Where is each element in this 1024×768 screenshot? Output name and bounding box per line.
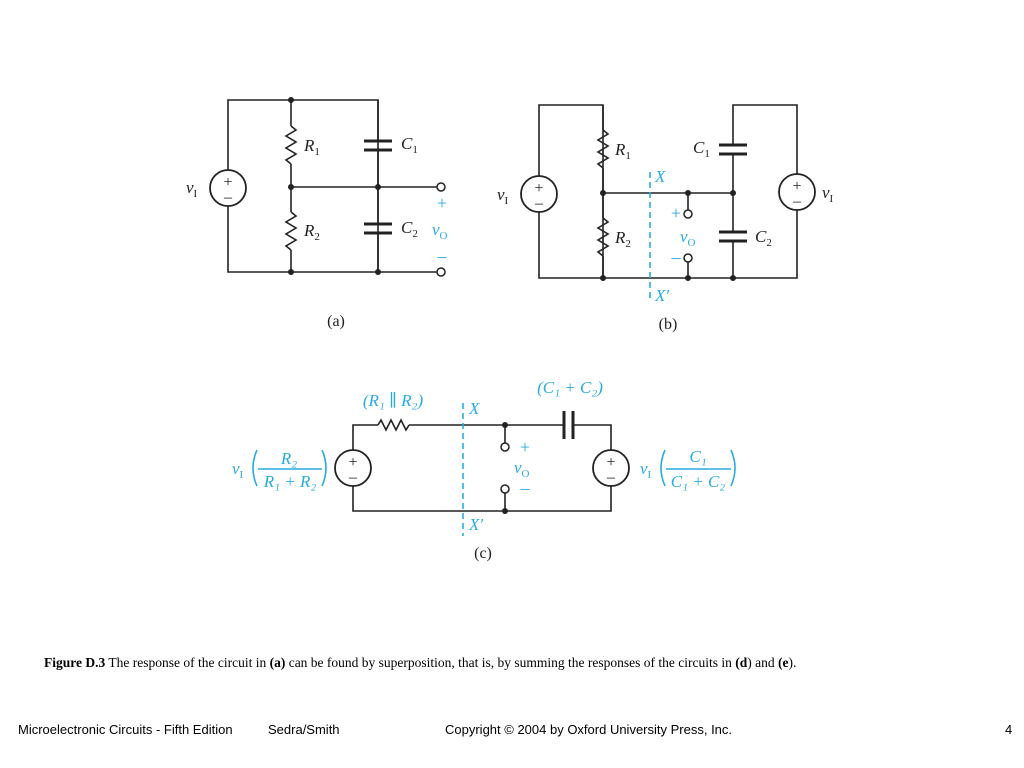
slide-footer: Microelectronic Circuits - Fifth Edition… (0, 722, 1024, 742)
circuit-figure: + – vI R1 R2 C1 C2 + vO – (a) (186, 97, 834, 562)
caption-ref-a: (a) (269, 655, 286, 670)
output-terminal-minus-c (500, 484, 510, 494)
label-c1-b: C1 (693, 138, 710, 160)
source-minus-sign: – (534, 195, 544, 212)
output-terminal-plus-a (436, 182, 446, 192)
label-c-sum-c: (C₁ + C₂) (537, 378, 603, 397)
figure-caption: Figure D.3 The response of the circuit i… (44, 655, 984, 671)
source-minus-sign: – (792, 193, 802, 210)
label-c1-a: C1 (401, 134, 418, 156)
capacitor-c1-b (719, 143, 747, 156)
source-plus-sign: + (606, 454, 615, 471)
resistor-r2-b (596, 217, 610, 257)
resistor-parallel-c (377, 418, 410, 432)
panel-a-circuit: + – vI R1 R2 C1 C2 + vO – (a) (186, 97, 448, 330)
resistor-r1-a (284, 125, 298, 165)
label-c2-a: C2 (401, 218, 418, 240)
panel-c-label: (c) (474, 545, 492, 562)
caption-text: can be found by superposition, that is, … (285, 655, 736, 670)
left-source-expression: vI R₂ R₁ + R₂ (232, 449, 327, 491)
resistor-r1-b (596, 129, 610, 169)
source-plus-sign: + (534, 180, 543, 197)
voltage-source-right-b: + – (778, 173, 816, 211)
voltage-source-left-c: + – (334, 449, 372, 487)
vo-minus-b: – (671, 247, 682, 267)
label-c2-b: C2 (755, 227, 772, 249)
label-x-prime-b: X′ (654, 286, 669, 305)
vo-plus-c: + (520, 437, 530, 457)
right-source-expression: vI C₁ C₁ + C₂ (640, 447, 736, 491)
label-r2-b: R2 (614, 228, 631, 250)
footer-authors: Sedra/Smith (268, 722, 340, 737)
label-r-parallel-c: (R₁ ∥ R₂) (363, 391, 424, 410)
label-vi-a: vI (186, 178, 198, 200)
expr-left-denominator: R₁ + R₂ (263, 472, 317, 491)
label-r1-a: R1 (303, 136, 320, 158)
caption-figure-label: Figure D.3 (44, 655, 106, 670)
source-plus-sign: + (223, 174, 232, 191)
label-vi-left-b: vI (497, 185, 509, 207)
caption-ref-d: (d (735, 655, 748, 670)
voltage-source-left-b: + – (520, 175, 558, 213)
label-r1-b: R1 (614, 140, 631, 162)
source-minus-sign: – (223, 189, 233, 206)
panel-a-label: (a) (327, 313, 345, 330)
source-minus-sign: – (348, 469, 358, 486)
label-vi-right-b: vI (822, 183, 834, 205)
capacitor-c2-b (719, 230, 747, 243)
label-x-c: X (468, 399, 480, 418)
output-terminal-minus-b (683, 253, 693, 263)
voltage-source-right-c: + – (592, 449, 630, 487)
source-plus-sign: + (792, 178, 801, 195)
panel-c-circuit: + – + – (R₁ ∥ R₂) (C₁ + C₂) X X′ + vO – … (232, 378, 736, 562)
vo-plus-b: + (671, 203, 681, 223)
panel-b-circuit: + – + – vI vI R1 R2 C1 C2 X X′ + vO – (b… (497, 104, 834, 333)
output-terminal-plus-c (500, 442, 510, 452)
resistor-r2-a (284, 211, 298, 251)
vo-minus-c: – (520, 478, 531, 498)
label-x-prime-c: X′ (468, 515, 483, 534)
expr-right-denominator: C₁ + C₂ (671, 472, 726, 491)
vo-plus-a: + (437, 193, 447, 213)
capacitor-sum-c (562, 411, 575, 439)
expr-right-numerator: C₁ (689, 447, 706, 466)
footer-book-title: Microelectronic Circuits - Fifth Edition (18, 722, 233, 737)
source-plus-sign: + (348, 454, 357, 471)
label-r2-a: R2 (303, 221, 320, 243)
panel-b-label: (b) (659, 316, 678, 333)
label-vo-a: vO (432, 220, 448, 242)
source-minus-sign: – (606, 469, 616, 486)
expr-left-numerator: R₂ (280, 449, 297, 468)
vo-minus-a: – (437, 246, 448, 266)
caption-text: The response of the circuit in (105, 655, 270, 670)
voltage-source-a: + – (209, 169, 247, 207)
output-terminal-plus-b (683, 209, 693, 219)
expr-vi-left: vI (232, 459, 244, 481)
caption-ref-e: (e (778, 655, 789, 670)
footer-copyright: Copyright © 2004 by Oxford University Pr… (445, 722, 733, 737)
label-x-b: X (654, 167, 666, 186)
caption-text: ) and (747, 655, 779, 670)
expr-vi-right: vI (640, 459, 652, 481)
output-terminal-minus-a (436, 267, 446, 277)
caption-text: ). (788, 655, 797, 670)
label-vo-b: vO (680, 227, 696, 249)
footer-page-number: 4 (1005, 722, 1013, 737)
label-vo-c: vO (514, 458, 530, 480)
